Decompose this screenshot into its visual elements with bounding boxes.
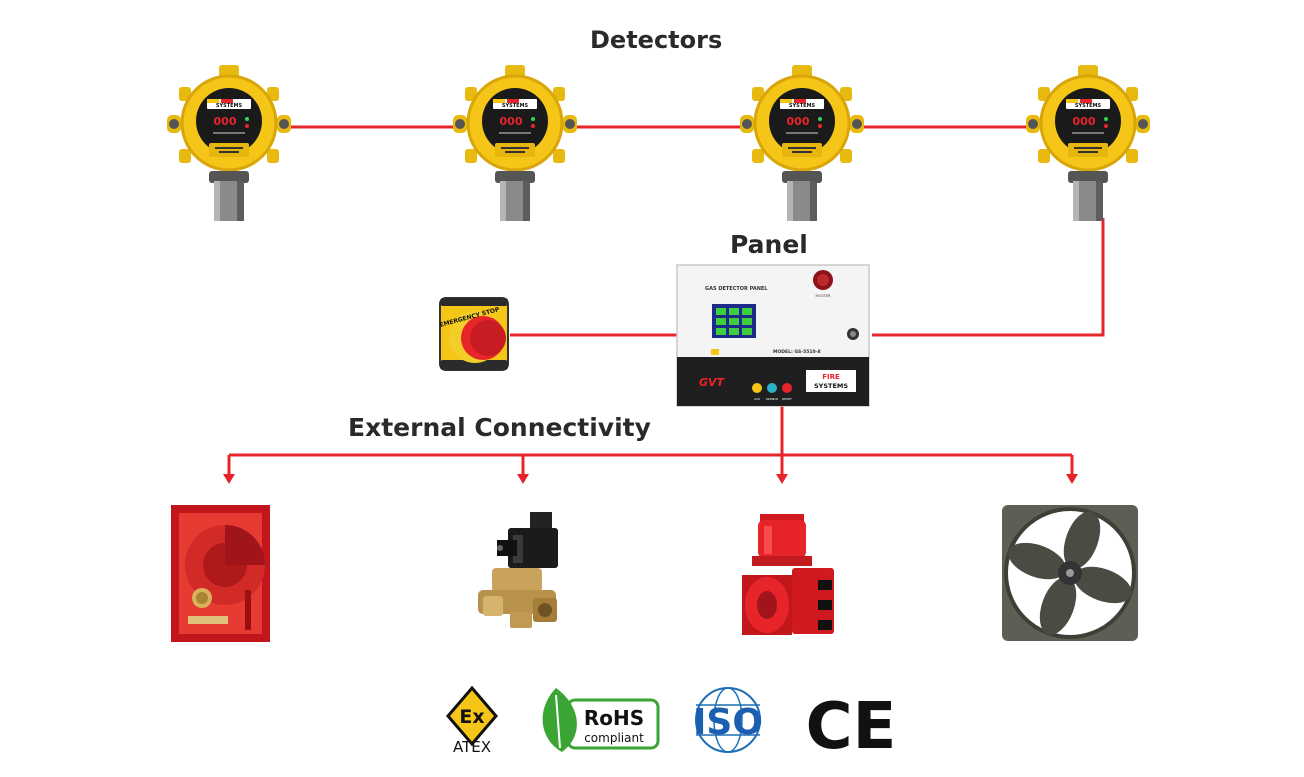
hooter-label: HOOTER [816, 294, 831, 298]
connection-lines [227, 125, 1105, 476]
iso-logo: ISO [693, 687, 763, 753]
panel-title: Panel [730, 230, 808, 259]
gas-detector-panel-icon: GAS DETECTOR PANEL HOOTER MODEL: GS-5510… [676, 264, 870, 407]
panel-model: MODEL: GS-5510-8 [773, 349, 821, 355]
gvt-logo: GVT [699, 376, 726, 389]
silence-label: SILENCE [766, 397, 779, 401]
atex-logo: Ex ATEX [446, 685, 498, 756]
gas-detector-icon [738, 63, 866, 223]
arrowheads [223, 474, 1078, 484]
reset-label: RESET [782, 397, 792, 401]
rohs-subtext: compliant [584, 731, 644, 745]
brand-line1: FIRE [822, 373, 840, 381]
gas-detector-icon [451, 63, 579, 223]
beacon-siren-icon [742, 514, 834, 635]
rohs-text: RoHS [584, 706, 644, 730]
gas-detector-icon [1024, 63, 1152, 223]
panel-name: GAS DETECTOR PANEL [705, 286, 768, 292]
external-connectivity-title: External Connectivity [348, 413, 651, 442]
detector-display-value: 000 [0, 0, 2, 1]
iso-text: ISO [693, 702, 763, 743]
emergency-stop-icon: EMERGENCY STOP [439, 297, 509, 371]
ack-label: ACK [754, 397, 761, 401]
ce-logo: CE [806, 690, 897, 764]
detectors-title: Detectors [590, 26, 723, 54]
brand-line2: SYSTEMS [814, 382, 848, 390]
solenoid-valve-icon [478, 512, 558, 628]
atex-text: ATEX [453, 738, 491, 756]
fire-hose-cabinet-icon [171, 505, 270, 642]
ce-text: CE [806, 690, 897, 764]
rohs-logo: RoHS compliant [542, 688, 660, 752]
gas-detector-icon [165, 63, 293, 223]
atex-symbol: Ex [459, 706, 484, 728]
exhaust-fan-icon [1002, 505, 1138, 641]
